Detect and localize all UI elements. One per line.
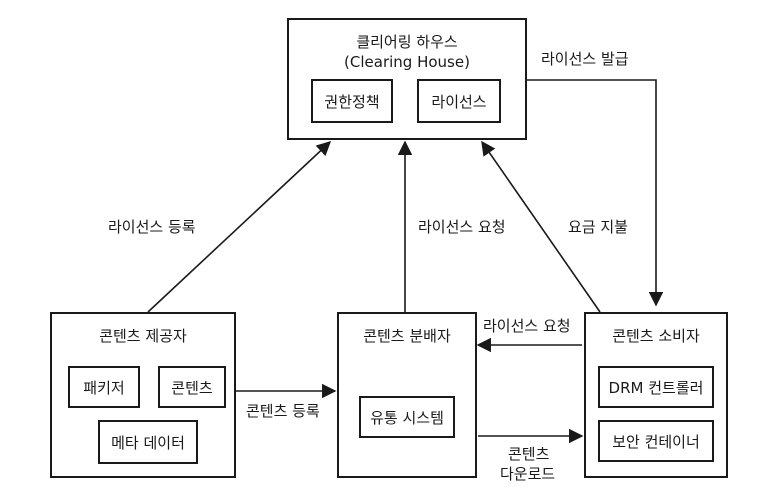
label-license-issue: 라이선스 발급: [541, 49, 629, 69]
label-content-download-line1: 콘텐츠: [508, 444, 550, 464]
clearing-house-subtitle: (Clearing House): [344, 53, 470, 71]
arrow-license-register: [147, 141, 332, 313]
label-fee-payment: 요금 지불: [568, 217, 628, 237]
secure-container-box: 보안 컨테이너: [598, 420, 714, 462]
content-distributor-title: 콘텐츠 분배자: [363, 327, 451, 345]
label-license-request-left: 라이선스 요청: [483, 316, 571, 336]
policy-box: 권한정책: [311, 79, 393, 123]
label-content-register: 콘텐츠 등록: [246, 401, 320, 421]
label-license-register: 라이선스 등록: [108, 217, 196, 237]
packager-box: 패키저: [68, 366, 140, 408]
label-license-request-up: 라이선스 요청: [418, 217, 506, 237]
content-provider-box: 콘텐츠 제공자 패키저 콘텐츠 메타 데이터: [50, 312, 236, 478]
clearing-house-title: 클리어링 하우스: [356, 33, 458, 51]
license-box: 라이선스: [417, 79, 501, 123]
label-content-download-line2: 다운로드: [500, 464, 556, 484]
metadata-box: 메타 데이터: [98, 420, 198, 464]
content-box: 콘텐츠: [158, 366, 226, 408]
content-consumer-title: 콘텐츠 소비자: [612, 327, 700, 345]
drm-controller-box: DRM 컨트롤러: [598, 366, 714, 408]
content-consumer-box: 콘텐츠 소비자 DRM 컨트롤러 보안 컨테이너: [584, 312, 728, 478]
clearing-house-box: 클리어링 하우스 (Clearing House) 권한정책 라이선스: [287, 18, 527, 140]
content-distributor-box: 콘텐츠 분배자 유통 시스템: [337, 312, 477, 478]
arrow-fee-payment: [481, 140, 601, 313]
distribution-system-box: 유통 시스템: [359, 396, 455, 438]
arrow-license-issue: [527, 79, 664, 307]
content-provider-title: 콘텐츠 제공자: [99, 327, 187, 345]
